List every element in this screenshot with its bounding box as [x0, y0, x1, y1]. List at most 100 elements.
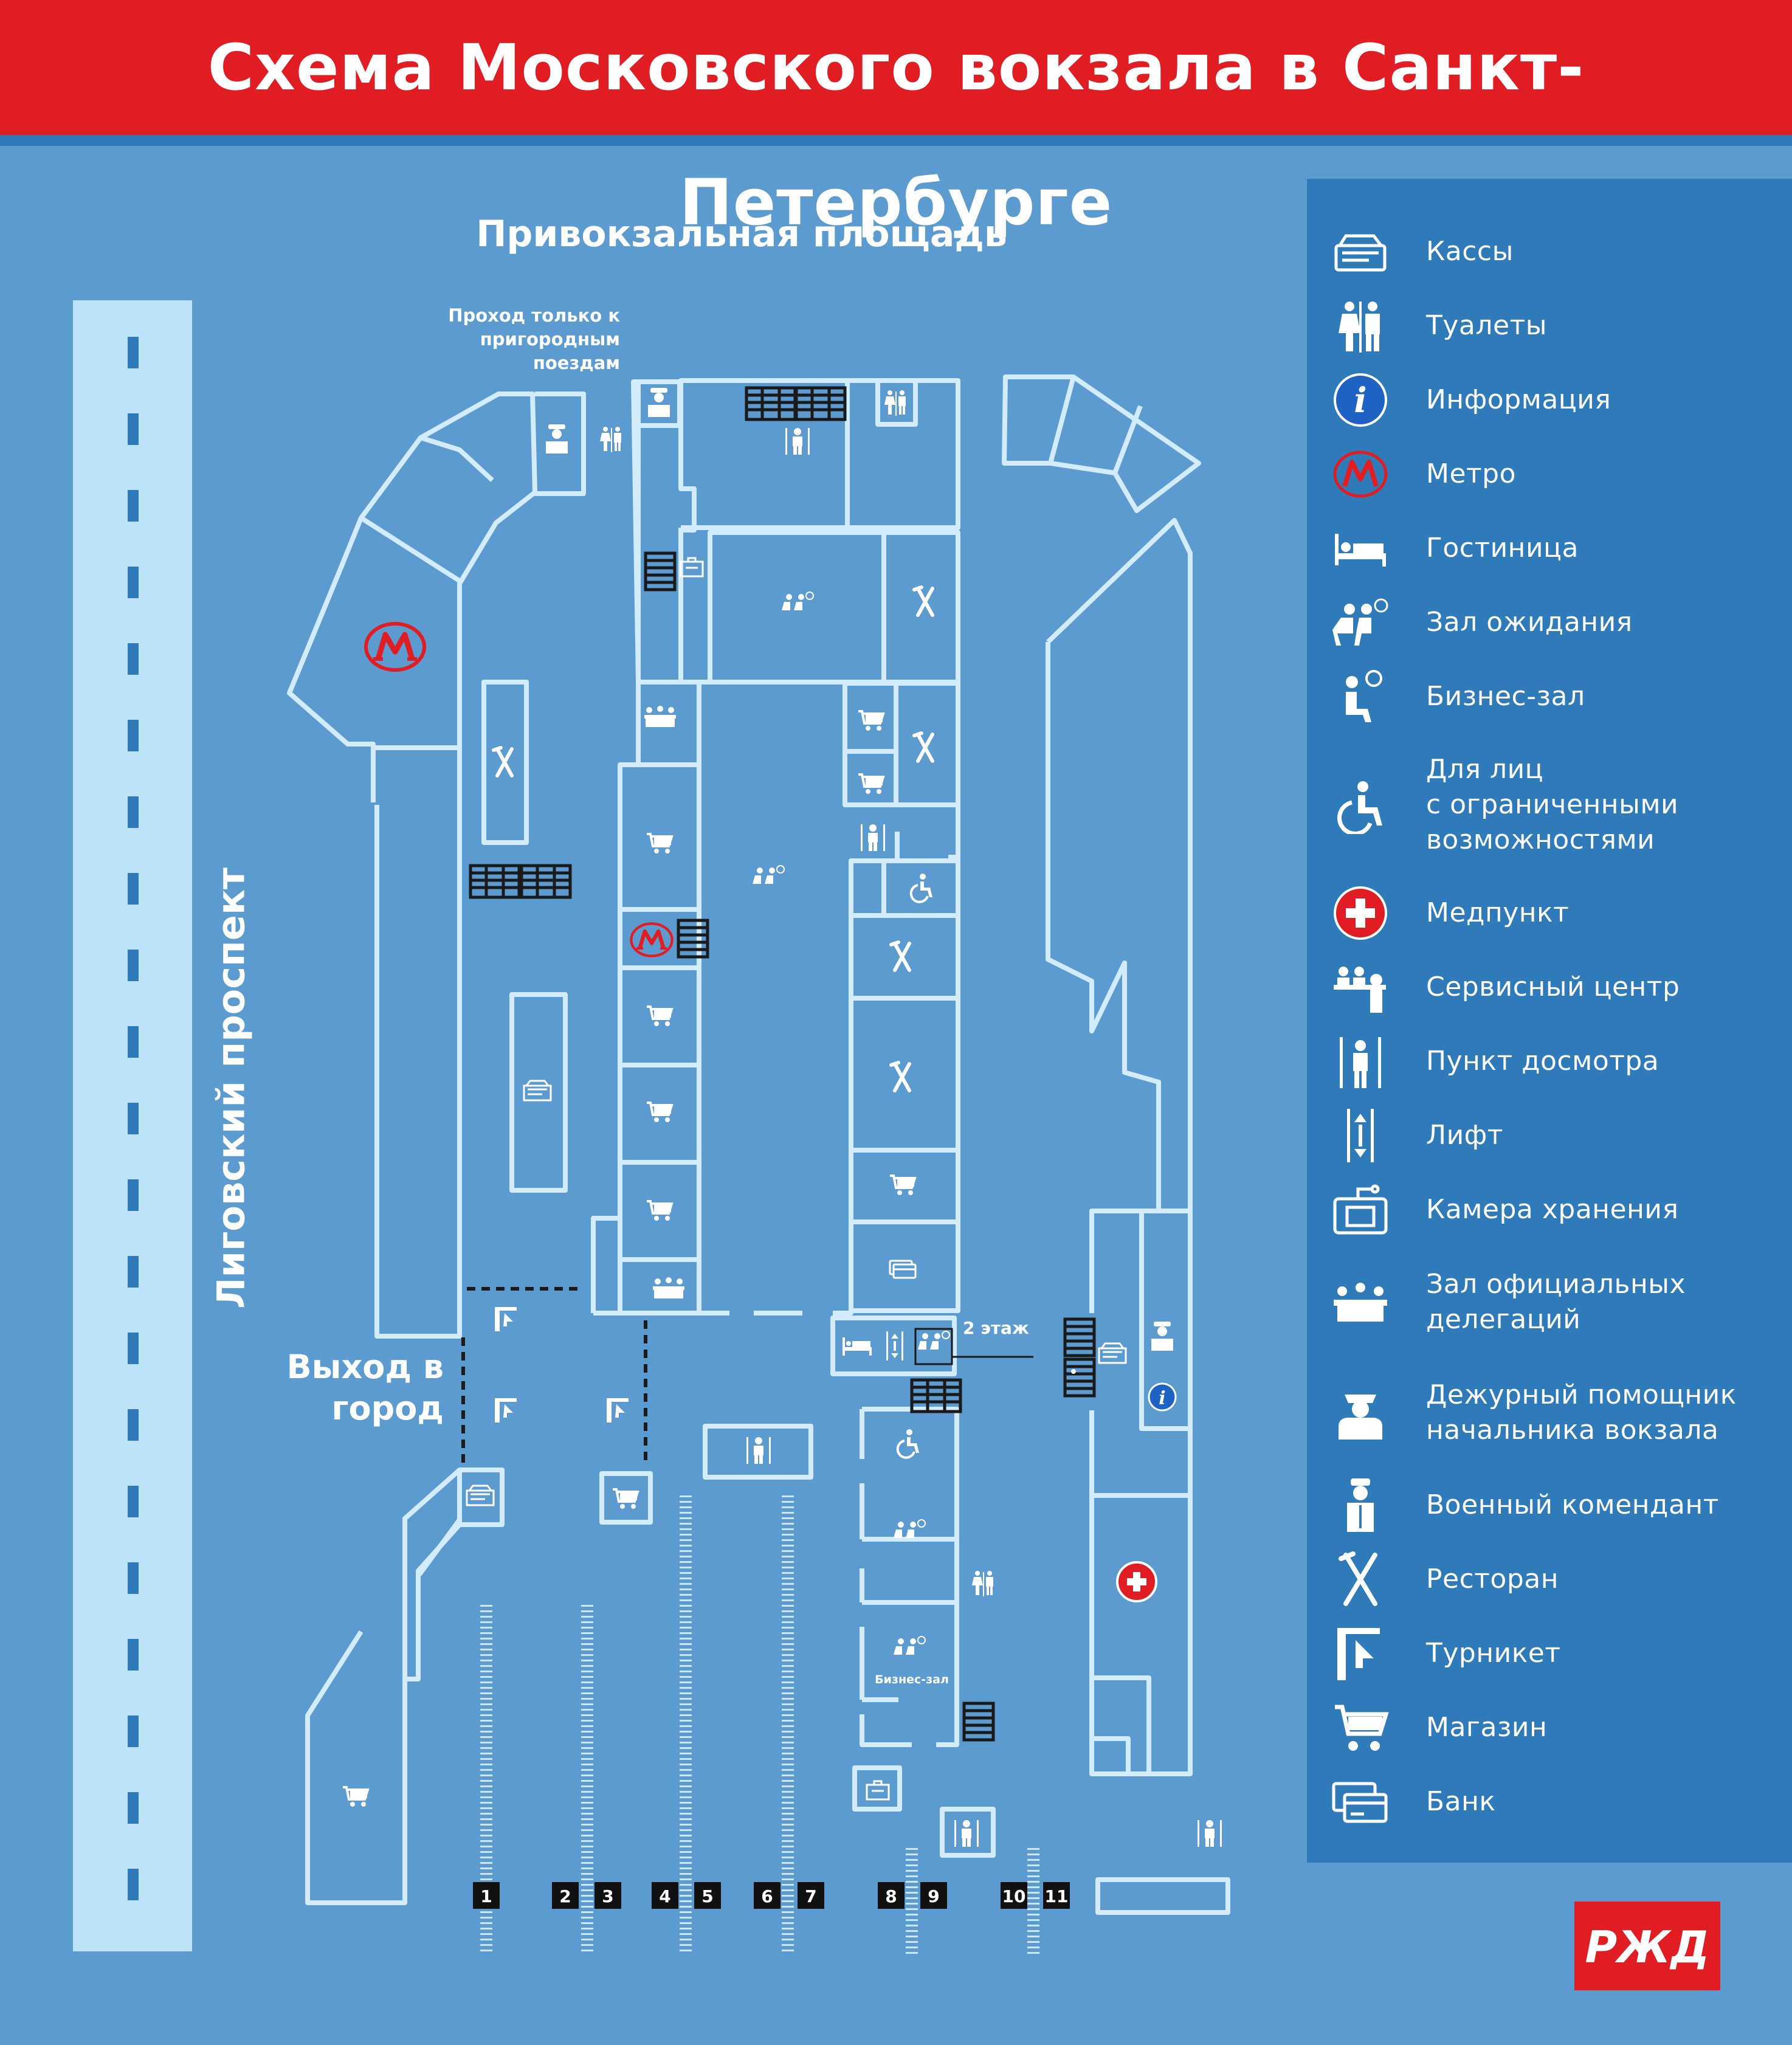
- road-marking: [128, 490, 139, 522]
- rzd-logo: РЖД: [1574, 1902, 1720, 1990]
- svg-text:i: i: [1159, 1388, 1165, 1409]
- svg-text:8: 8: [885, 1886, 897, 1906]
- legend-label: Зал ожидания: [1426, 607, 1633, 638]
- shop-icon: [889, 1174, 916, 1196]
- building-walls: [287, 374, 1230, 1915]
- svg-text:2: 2: [559, 1886, 571, 1906]
- road-marking: [128, 1103, 139, 1134]
- legend-label: Медпункт: [1426, 897, 1570, 928]
- elevator-icon: [1347, 1109, 1374, 1162]
- legend-label: Зал официальных делегаций: [1426, 1269, 1686, 1335]
- security-check-icon: [1198, 1820, 1222, 1847]
- stairs-icon: [964, 1703, 993, 1740]
- second-floor-label: 2 этаж: [963, 1318, 1029, 1338]
- stairs-icon: [678, 920, 708, 957]
- military-commandant-icon: [1151, 1322, 1173, 1351]
- security-check-icon: [785, 428, 810, 455]
- service-center-icon: [644, 706, 676, 727]
- toilet-icon: [884, 390, 906, 416]
- legend-label: Метро: [1426, 458, 1517, 489]
- svg-text:6: 6: [761, 1886, 773, 1906]
- platform-number-11: 11: [1043, 1882, 1070, 1909]
- ticket-office-icon: [466, 1485, 495, 1506]
- shop-icon: [646, 1200, 673, 1222]
- bank-icon: [889, 1260, 917, 1279]
- business-lounge-icon: [893, 1636, 926, 1655]
- road-marking: [128, 413, 139, 445]
- legend-label: Военный комендант: [1426, 1489, 1719, 1520]
- shop-icon: [646, 1102, 673, 1123]
- shop-icon: [646, 1005, 673, 1027]
- legend-label: Пункт досмотра: [1426, 1046, 1659, 1077]
- toilet-icon: [972, 1571, 993, 1596]
- svg-text:7: 7: [805, 1886, 816, 1906]
- road-marking: [128, 1639, 139, 1671]
- shop-icon: [857, 710, 884, 732]
- legend-label: Туалеты: [1426, 310, 1547, 341]
- restaurant-icon: [1339, 1551, 1377, 1606]
- turnstile-icon: [1337, 1628, 1380, 1680]
- platform-number-1: 1: [473, 1882, 500, 1909]
- turnstile-icon: [495, 1307, 517, 1331]
- suburban-passage-note: Проход только к пригородным поездам: [448, 305, 620, 373]
- platform-number-5: 5: [694, 1882, 721, 1909]
- stairs-icon: [1065, 1359, 1094, 1396]
- road-marking: [128, 337, 139, 368]
- security-check-icon: [1340, 1037, 1381, 1088]
- luggage-storage-icon: [1333, 1184, 1388, 1235]
- svg-text:1: 1: [480, 1886, 492, 1906]
- military-commandant-icon: [1347, 1478, 1374, 1532]
- metro-icon: [366, 624, 424, 670]
- platform-number-8: 8: [878, 1882, 905, 1909]
- legend-label: Магазин: [1426, 1712, 1548, 1743]
- service-center-icon: [1334, 967, 1386, 1013]
- shop-icon: [1335, 1705, 1389, 1751]
- road-marking: [128, 873, 139, 905]
- road-marking: [128, 796, 139, 828]
- legend-label: Лифт: [1426, 1120, 1503, 1151]
- ligovsky-avenue-label: Лиговский проспект: [208, 867, 253, 1309]
- exit-zone-boundary: [461, 1287, 647, 1465]
- legend-label: Банк: [1426, 1786, 1496, 1817]
- elevator-icon: [886, 1331, 903, 1360]
- platform-number-7: 7: [798, 1882, 824, 1909]
- road-marking: [128, 1409, 139, 1441]
- platform-number-9: 9: [920, 1882, 947, 1909]
- accessibility-icon: [1337, 781, 1382, 834]
- road-marking: [128, 567, 139, 598]
- platform-number-3: 3: [594, 1882, 621, 1909]
- first-aid-icon: [1334, 886, 1387, 940]
- road-marking: [128, 1256, 139, 1288]
- metro-icon: [1333, 450, 1388, 498]
- restaurant-icon: [914, 587, 932, 615]
- svg-text:5: 5: [701, 1886, 713, 1906]
- svg-text:РЖД: РЖД: [1585, 1922, 1709, 1973]
- road-marking: [128, 1562, 139, 1594]
- turnstile-icon: [607, 1398, 629, 1423]
- stairs-icon: [796, 388, 845, 419]
- restaurant-icon: [914, 733, 932, 761]
- shop-icon: [342, 1786, 369, 1808]
- road-marking: [128, 1179, 139, 1211]
- bank-icon: [1332, 1782, 1388, 1823]
- waiting-room-icon: [752, 865, 785, 885]
- road-marking: [128, 1792, 139, 1824]
- information-icon: i: [1334, 373, 1387, 427]
- restaurant-icon: [891, 1063, 909, 1091]
- waiting-room-icon: [1332, 598, 1388, 646]
- turnstile-icon: [495, 1398, 517, 1423]
- platform-number-2: 2: [552, 1882, 579, 1909]
- legend-label: Гостиница: [1426, 533, 1579, 564]
- ticket-office-icon: [1098, 1342, 1127, 1364]
- security-check-icon: [746, 1437, 771, 1464]
- security-check-icon: [600, 427, 621, 452]
- map-icons: i: [342, 388, 1222, 1847]
- platform-number-6: 6: [754, 1882, 781, 1909]
- road-marking: [128, 1486, 139, 1517]
- platform-number-10: 10: [1001, 1882, 1027, 1909]
- waiting-room-icon: [781, 591, 814, 611]
- city-exit-label: Выход в город: [286, 1348, 444, 1427]
